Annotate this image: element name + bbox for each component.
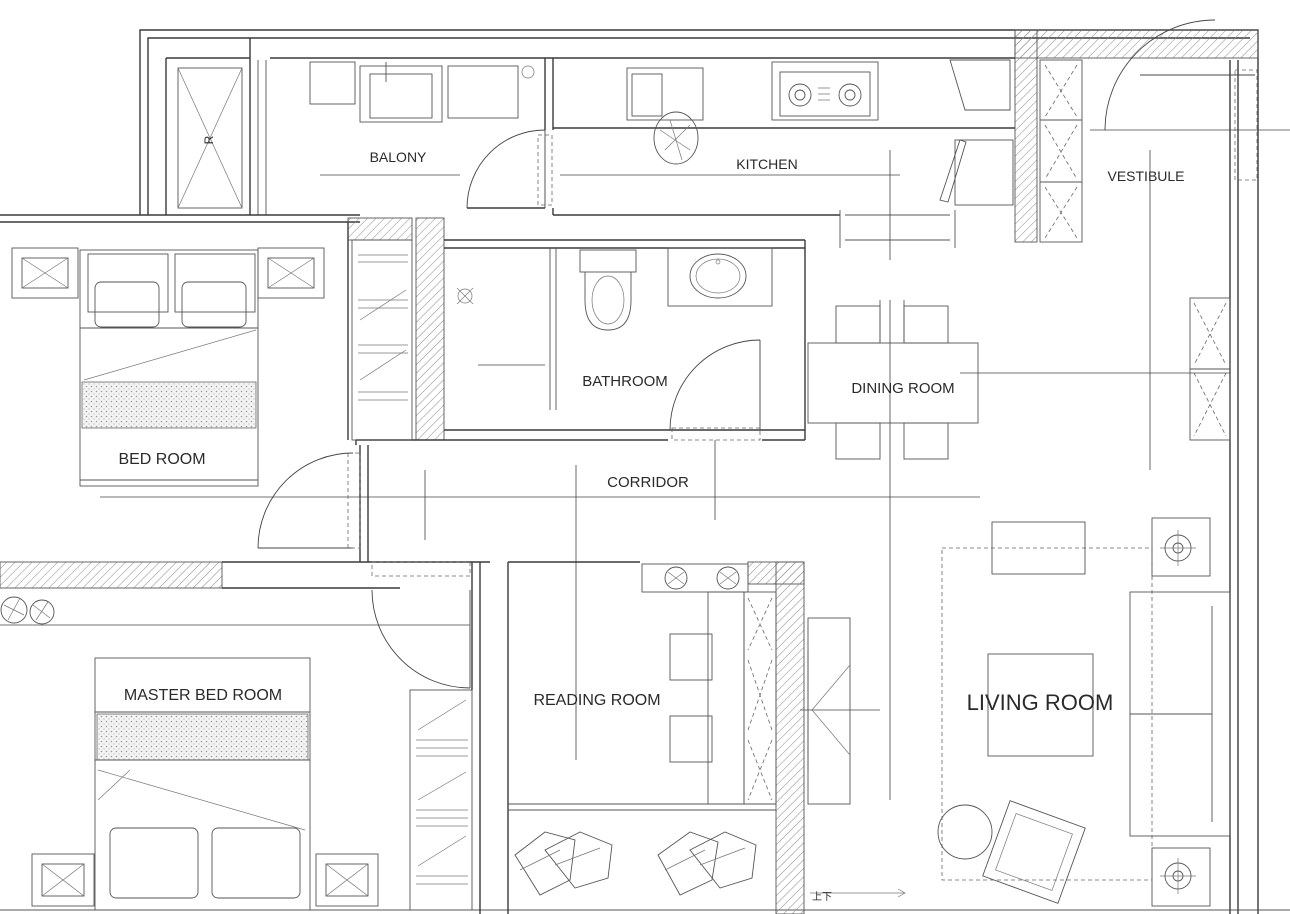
bedroom-furniture <box>11 239 773 487</box>
outer-walls <box>0 29 1290 914</box>
master-bedroom-furniture <box>0 596 473 911</box>
label-dining-room: DINING ROOM <box>851 380 954 397</box>
label-kitchen: KITCHEN <box>736 156 797 172</box>
label-vestibule: VESTIBULE <box>1107 168 1184 184</box>
label-corridor: CORRIDOR <box>607 474 689 491</box>
label-master-bedroom: MASTER BED ROOM <box>124 687 282 704</box>
label-bedroom: BED ROOM <box>118 451 205 468</box>
stair-mark: 上下 <box>810 888 906 903</box>
axis-lines <box>0 129 1290 800</box>
stair-label: 上下 <box>812 891 832 903</box>
balcony-fixtures <box>177 61 535 209</box>
doors <box>257 19 1258 689</box>
room-labels: R BALONY KITCHEN VESTIBULE BED ROOM BATH… <box>118 135 1184 715</box>
label-living-room: LIVING ROOM <box>967 690 1114 715</box>
label-balcony: BALONY <box>370 149 427 165</box>
label-bathroom: BATHROOM <box>582 373 668 390</box>
kitchen-fixtures <box>626 59 1083 243</box>
reading-room-furniture <box>514 563 851 896</box>
fridge-mark: R <box>202 135 216 144</box>
living-room-furniture <box>937 517 1231 907</box>
dining-furniture <box>807 297 1231 460</box>
interior-walls <box>165 38 1015 914</box>
label-reading-room: READING ROOM <box>533 692 660 709</box>
